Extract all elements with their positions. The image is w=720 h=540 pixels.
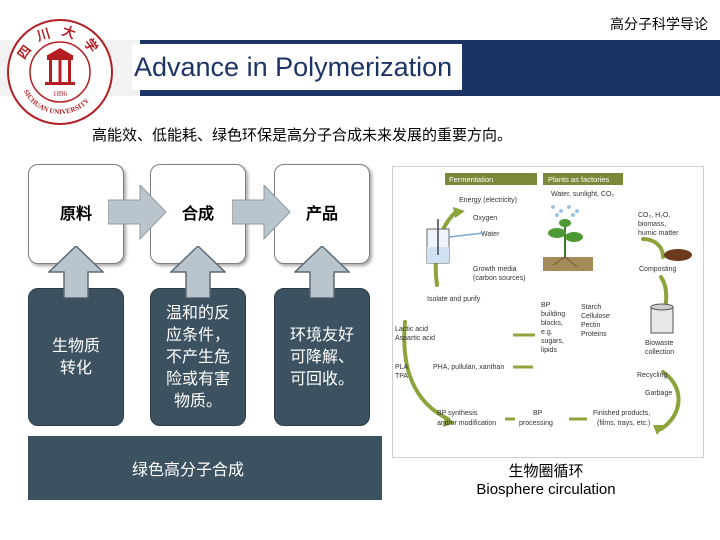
fig-label-blocks: blocks,	[541, 320, 563, 327]
arrow-up-icon	[48, 246, 104, 298]
arrow-up-icon	[170, 246, 226, 298]
fig-label-humic: humic matter	[638, 230, 679, 237]
fig-label-biomass: biomass,	[638, 221, 666, 228]
fig-label-isolate: Isolate and purify	[427, 296, 481, 303]
fig-label-cellulose: Cellulose	[581, 313, 610, 320]
fig-label-bp: BP	[541, 302, 551, 309]
fig-label-tpa: TPA	[395, 373, 408, 380]
fig-label-lactic: Lactic acid	[395, 326, 428, 333]
fig-label-energy: Energy (electricity)	[459, 197, 517, 204]
fig-label-collection: collection	[645, 349, 674, 356]
fig-label-composting: Composting	[639, 266, 676, 273]
caption-chinese: 生物圈循环	[508, 462, 584, 480]
fig-label-plants: Plants as factories	[548, 175, 610, 184]
fig-label-sugars: sugars,	[541, 338, 564, 345]
caption-english: Biosphere circulation	[476, 481, 616, 498]
fig-label-proteins: Proteins	[581, 331, 607, 338]
green-synthesis-diagram: 原料 合成 产品 生物质 转化 温和的反 应条件， 不产生危 险或有害 物质。 …	[28, 160, 382, 500]
fig-label-garbage: Garbage	[645, 390, 672, 397]
arrow-right-icon	[108, 185, 167, 240]
fig-label-bp-2: BP	[533, 410, 543, 417]
fig-label-biowaste: Biowaste	[645, 340, 674, 347]
bioreactor-icon	[426, 219, 484, 264]
gate-icon	[45, 48, 75, 85]
fig-label-water-sun: Water, sunlight, CO₂	[551, 191, 614, 198]
university-logo: 四川大学 SICHUAN UNIVERSITY 1896	[7, 19, 113, 125]
green-synthesis-bar: 绿色高分子合成	[28, 436, 382, 500]
box-eco-friendly: 环境友好 可降解、 可回收。	[274, 288, 370, 426]
fig-label-oxygen: Oxygen	[473, 215, 497, 222]
box-biomass-conversion: 生物质 转化	[28, 288, 124, 426]
fig-label-aspartic: Aspartic acid	[395, 335, 435, 342]
fig-label-carbon: (carbon sources)	[473, 275, 526, 282]
fig-label-growth: Growth media	[473, 266, 517, 273]
slide-title: Advance in Polymerization	[132, 44, 463, 90]
fig-label-pectin: Pectin	[581, 322, 601, 329]
intro-text: 高能效、低能耗、绿色环保是高分子合成未来发展的重要方向。	[92, 126, 513, 144]
fig-label-building: building	[541, 311, 565, 318]
arrow-right-icon	[232, 185, 291, 240]
biosphere-cycle-illustration: Fermentation Plants as factories Energy …	[395, 173, 692, 435]
arrow-up-icon	[294, 246, 350, 298]
green-synthesis-label: 绿色高分子合成	[132, 460, 245, 479]
biosphere-figure: Fermentation Plants as factories Energy …	[392, 166, 704, 458]
fig-label-starch: Starch	[581, 304, 601, 311]
fig-label-eg: e.g.	[541, 329, 553, 336]
plant-icon	[543, 219, 593, 271]
fig-label-lipids: lipids	[541, 347, 557, 354]
fig-label-modification: and/or modification	[437, 420, 496, 427]
biowaste-bin-icon	[650, 303, 674, 334]
fig-label-bp-synthesis: BP synthesis	[437, 410, 478, 417]
fig-label-processing: processing	[519, 420, 553, 427]
fig-label-films: (films, trays, etc.)	[597, 420, 650, 427]
fig-label-pla: PLA	[395, 364, 409, 371]
course-title: 高分子科学导论	[610, 17, 708, 33]
fig-label-recycling: Recycling	[637, 372, 667, 379]
box-mild-conditions: 温和的反 应条件， 不产生危 险或有害 物质。	[150, 288, 246, 426]
fig-label-finished: Finished products,	[593, 410, 650, 417]
fig-label-fermentation: Fermentation	[449, 175, 493, 184]
fig-label-water: Water	[481, 231, 500, 238]
compost-icon	[664, 249, 692, 261]
logo-year: 1896	[53, 90, 68, 98]
fig-label-co2: CO₂, H₂O,	[638, 212, 670, 219]
fig-label-pha: PHA, pullulan, xanthan	[433, 364, 504, 371]
